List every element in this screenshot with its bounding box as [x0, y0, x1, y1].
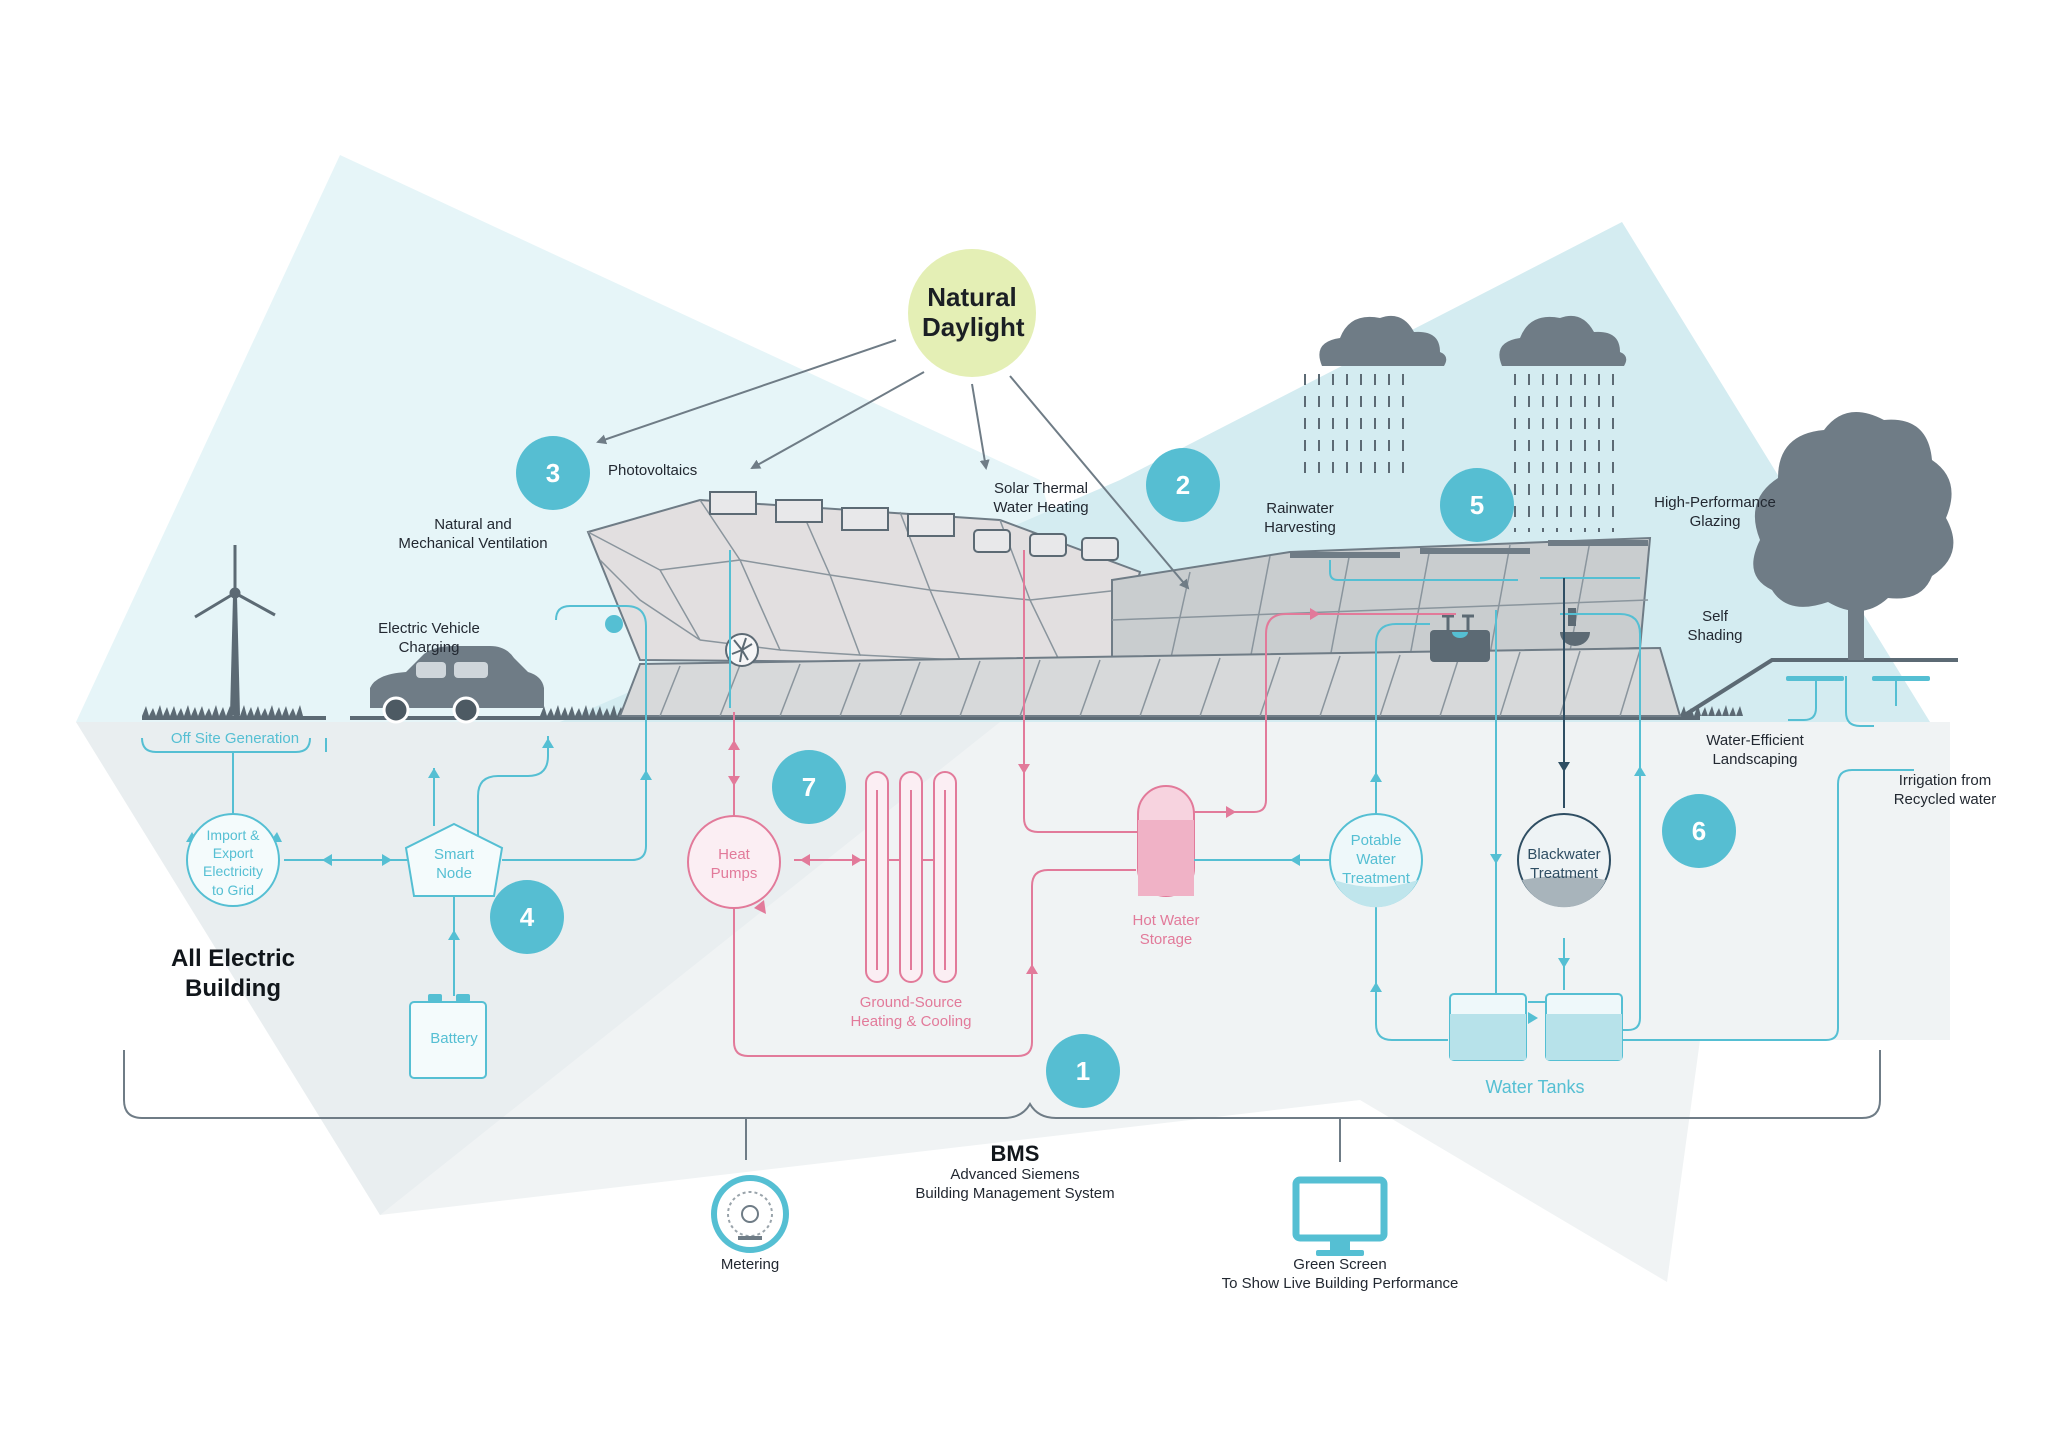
potable-water-level [1334, 880, 1418, 908]
sink-icon [1560, 608, 1590, 646]
grass [142, 705, 303, 716]
label-irrigation: Irrigation from Recycled water [1893, 772, 1997, 808]
hot-water-level [1138, 820, 1194, 896]
marker-3: 3 [516, 436, 590, 510]
irrigation-heads [1786, 676, 1930, 681]
label-hot-water: Hot Water Storage [1132, 912, 1200, 948]
label-landscaping: Water-Efficient Landscaping [1706, 732, 1804, 768]
tree-icon [1753, 412, 1954, 660]
heat-pumps-node [687, 815, 781, 909]
marker-7: 7 [772, 750, 846, 824]
fan-icon [725, 633, 759, 667]
solar-panels [709, 491, 955, 537]
label-water-tanks: Water Tanks [1485, 1077, 1585, 1097]
blackwater-level [1522, 876, 1606, 908]
label-all-electric: All Electric Building [170, 945, 296, 1002]
ground-slope-right [1678, 658, 1958, 720]
rain-right [1502, 372, 1618, 532]
label-glazing: High-Performance Glazing [1654, 494, 1776, 530]
marker-6: 6 [1662, 794, 1736, 868]
label-ventilation: Natural and Mechanical Ventilation [398, 516, 548, 552]
marker-2: 2 [1146, 448, 1220, 522]
battery-icon [409, 994, 487, 1079]
water-arrows [1290, 766, 1646, 1024]
blackwater-arrow [1558, 762, 1570, 772]
car-icon [370, 646, 544, 724]
cloud-icon [1319, 315, 1627, 366]
label-rainwater: Rainwater Harvesting [1264, 500, 1336, 536]
heating-arrows [728, 608, 1320, 974]
smart-node-shape [404, 822, 504, 897]
label-potable: Potable Water Treatment [1342, 832, 1410, 887]
label-blackwater: Blackwater Treatment [1527, 846, 1601, 882]
bms-title: BMS [990, 1141, 1040, 1166]
import-export-node [186, 813, 280, 907]
water-tanks-icon [1449, 993, 1623, 1061]
ground-source-cores [876, 790, 946, 970]
daylight-arrows [596, 339, 1190, 590]
label-green-screen: Green Screen To Show Live Building Perfo… [1221, 1256, 1459, 1292]
marker-1: 1 [1046, 1034, 1120, 1108]
label-off-site: Off Site Generation [170, 730, 300, 747]
building-right-facets [1111, 540, 1649, 663]
marker-5: 5 [1440, 468, 1514, 542]
rain-left [1300, 372, 1416, 482]
natural-daylight-label: Natural Daylight [922, 282, 1025, 342]
building-right-wing [1111, 536, 1652, 666]
wind-turbine-icon [194, 545, 276, 715]
roof-glazing [1290, 540, 1648, 558]
label-ev-charging: Electric Vehicle Charging [378, 620, 480, 656]
faucet-icon [1430, 614, 1490, 662]
metering-dial-icon [711, 1175, 789, 1253]
label-import-export: Import & Export Electricity to Grid [203, 827, 263, 898]
label-battery: Battery [430, 1030, 478, 1047]
monitor-icon [1292, 1176, 1388, 1256]
bms-bracket [123, 1050, 1881, 1119]
label-smart-node: Smart Node [433, 846, 474, 882]
grass-right [1680, 705, 1743, 716]
bms-subtitle: Advanced Siemens Building Management Sys… [915, 1166, 1115, 1202]
label-metering: Metering [720, 1256, 780, 1273]
building-plinth [618, 646, 1682, 717]
label-self-shading: Self Shading [1687, 608, 1743, 644]
marker-4: 4 [490, 880, 564, 954]
label-photovoltaics: Photovoltaics [608, 462, 698, 479]
plinth-lines [659, 649, 1641, 717]
label-heat-pumps: Heat Pumps [710, 846, 758, 882]
solar-thermal-tubes [973, 529, 1119, 561]
electric-arrows [186, 738, 652, 940]
natural-daylight-sun: Natural Daylight [908, 249, 1036, 377]
label-ground-source: Ground-Source Heating & Cooling [850, 994, 972, 1030]
label-solar-thermal: Solar Thermal Water Heating [993, 480, 1089, 516]
